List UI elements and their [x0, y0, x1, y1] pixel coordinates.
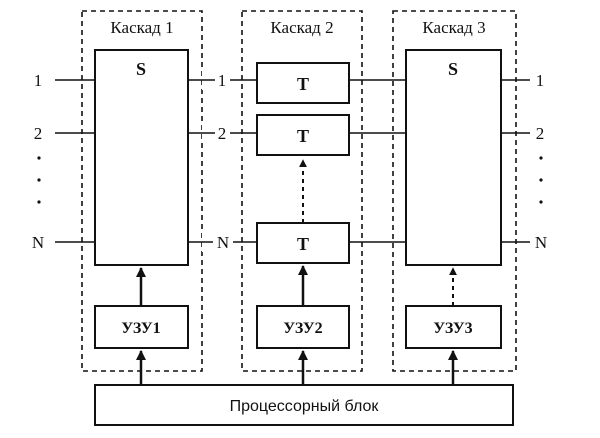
ellipsis-dot — [37, 178, 41, 182]
cascade-2-t-label-n: T — [297, 234, 309, 254]
label-bg — [202, 123, 237, 143]
mid-label-n: N — [217, 233, 229, 252]
cascade-3-memory-label: УЗУ3 — [433, 320, 472, 337]
cascade-3-title: Каскад 3 — [422, 18, 485, 37]
cascade-2-memory-unit — [256, 305, 350, 349]
ellipsis-dot — [539, 156, 543, 160]
ellipsis-dot — [539, 178, 543, 182]
mid-label-2: 2 — [218, 124, 227, 143]
cascade-1-memory-unit — [94, 305, 189, 349]
cascade-2-t-switch-1 — [256, 62, 350, 104]
ellipsis-dot — [539, 200, 543, 204]
output-label-2: 2 — [536, 124, 545, 143]
input-label-2: 2 — [34, 124, 43, 143]
output-label-1: 1 — [536, 71, 545, 90]
ellipsis-dot — [37, 156, 41, 160]
cascade-2-t-switch-n — [256, 222, 350, 264]
cascade-1-title: Каскад 1 — [110, 18, 173, 37]
cascade-3-memory-unit — [405, 305, 502, 349]
output-label-n: N — [535, 233, 547, 252]
cascade-2-t-switch-2 — [256, 114, 350, 156]
cascade-2-t-label-1: T — [297, 74, 309, 94]
input-label-n: N — [32, 233, 44, 252]
cascade-1-s-label: S — [136, 59, 146, 79]
ellipsis-dot — [37, 200, 41, 204]
processor-label: Процессорный блок — [230, 398, 380, 415]
cascade-2-memory-label: УЗУ2 — [283, 320, 322, 337]
cascade-3-frame — [392, 10, 517, 372]
label-bg — [202, 70, 237, 90]
input-label-1: 1 — [34, 71, 43, 90]
label-bg — [202, 232, 237, 252]
cascade-3-s-label: S — [448, 59, 458, 79]
cascade-1-memory-label: УЗУ1 — [121, 320, 160, 337]
cascade-3-s-switch — [405, 49, 502, 266]
cascade-2-title: Каскад 2 — [270, 18, 333, 37]
cascade-2-t-label-2: T — [297, 126, 309, 146]
cascade-1-s-switch — [94, 49, 189, 266]
mid-label-1: 1 — [218, 71, 227, 90]
